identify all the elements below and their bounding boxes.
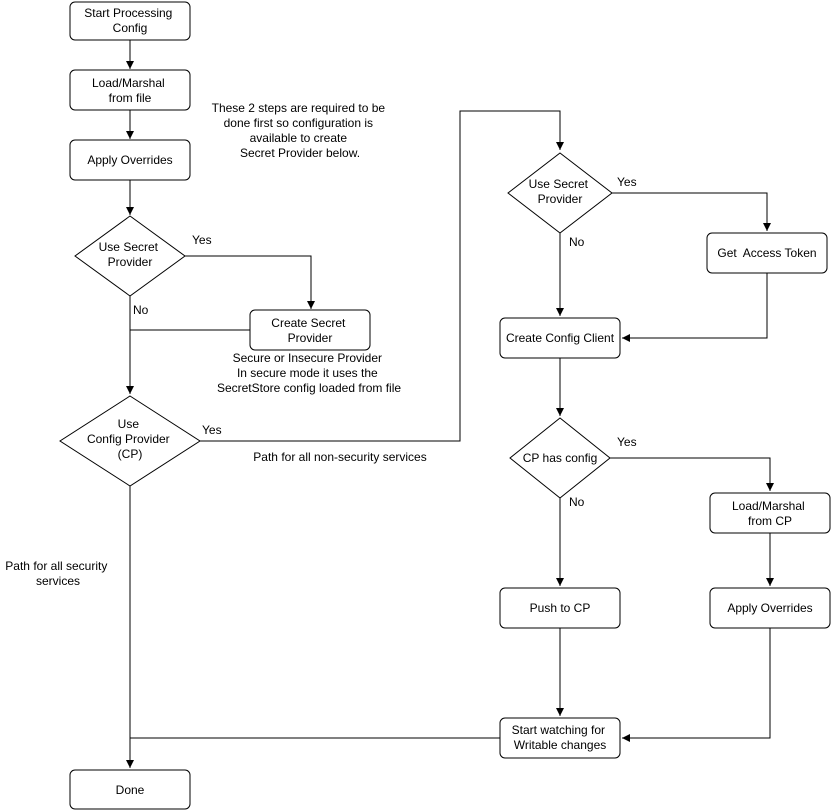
node-create-secret-provider: Create Secret Provider (249, 309, 371, 351)
node-use-config-provider: Use Config Provider (CP) (59, 395, 201, 487)
edge-labels: Yes No Yes Yes No Yes No (133, 175, 637, 509)
load-cp-label: Load/Marshal from CP (732, 499, 808, 528)
node-use-secret-provider-1: Use Secret Provider (74, 215, 186, 297)
use-cp-label: Use Config Provider (CP) (87, 417, 173, 461)
node-apply-overrides-2: Apply Overrides (709, 587, 831, 629)
node-apply-overrides-1: Apply Overrides (69, 139, 191, 181)
edge-overrides2-to-watch (622, 628, 771, 742)
done-box (69, 769, 191, 810)
note-security-path: Path for all security services (5, 559, 110, 588)
apply-overrides-2-label: Apply Overrides (727, 601, 812, 615)
load-file-label: Load/Marshal from file (92, 76, 168, 105)
apply-overrides-2-box (709, 587, 831, 629)
use-cp-yes-label: Yes (202, 423, 222, 437)
use-secret-1-no-label: No (133, 303, 149, 317)
cp-has-config-label: CP has config (523, 451, 598, 465)
load-cp-box (709, 492, 831, 534)
edge-use-secret-yes (185, 255, 315, 309)
connectors (126, 40, 774, 768)
edge-cp-has-config-yes (610, 457, 774, 491)
note-steps-required: These 2 steps are required to be done fi… (212, 101, 389, 160)
start-label: Start Processing Config (84, 6, 175, 35)
node-start-watching: Start watching for Writable changes (499, 717, 621, 759)
node-load-from-cp: Load/Marshal from CP (709, 492, 831, 534)
use-secret-1-diamond (74, 215, 186, 297)
apply-overrides-1-label: Apply Overrides (87, 153, 172, 167)
create-secret-box (249, 309, 371, 351)
use-secret-2-diamond (507, 152, 613, 234)
node-use-secret-provider-2: Use Secret Provider (507, 152, 613, 234)
start-watching-label: Start watching for Writable changes (512, 723, 609, 752)
edge-token-to-client (622, 273, 768, 342)
create-config-client-box (499, 317, 621, 359)
apply-overrides-1-box (69, 139, 191, 181)
node-load-from-file: Load/Marshal from file (69, 69, 191, 111)
node-get-access-token: Get Access Token (706, 232, 828, 274)
edge-use-cp-yes (200, 110, 564, 442)
node-start: Start Processing Config (69, 1, 191, 41)
get-access-token-box (706, 232, 828, 274)
use-secret-1-yes-label: Yes (192, 233, 212, 247)
cp-has-config-no-label: No (569, 495, 585, 509)
use-secret-2-yes-label: Yes (617, 175, 637, 189)
use-cp-diamond (59, 395, 201, 487)
cp-has-config-yes-label: Yes (617, 435, 637, 449)
node-create-config-client: Create Config Client (499, 317, 621, 359)
note-secure-insecure: Secure or Insecure Provider In secure mo… (217, 351, 401, 395)
start-watching-box (499, 717, 621, 759)
cp-has-config-diamond (509, 417, 611, 499)
use-secret-1-label: Use Secret Provider (99, 240, 162, 269)
push-cp-box (499, 587, 621, 629)
note-non-security-path: Path for all non-security services (253, 450, 426, 464)
done-label: Done (116, 783, 145, 797)
edge-use-secret2-yes (612, 192, 771, 231)
annotations: These 2 steps are required to be done fi… (5, 101, 426, 588)
node-cp-has-config: CP has config (509, 417, 611, 499)
get-access-token-label: Get Access Token (717, 246, 816, 260)
load-file-box (69, 69, 191, 111)
create-secret-label: Create Secret Provider (271, 316, 348, 345)
use-secret-2-no-label: No (569, 235, 585, 249)
use-secret-2-label: Use Secret Provider (529, 177, 592, 206)
create-config-client-label: Create Config Client (506, 331, 615, 345)
push-cp-label: Push to CP (530, 601, 591, 615)
node-push-to-cp: Push to CP (499, 587, 621, 629)
node-done: Done (69, 769, 191, 810)
start-box (69, 1, 191, 41)
